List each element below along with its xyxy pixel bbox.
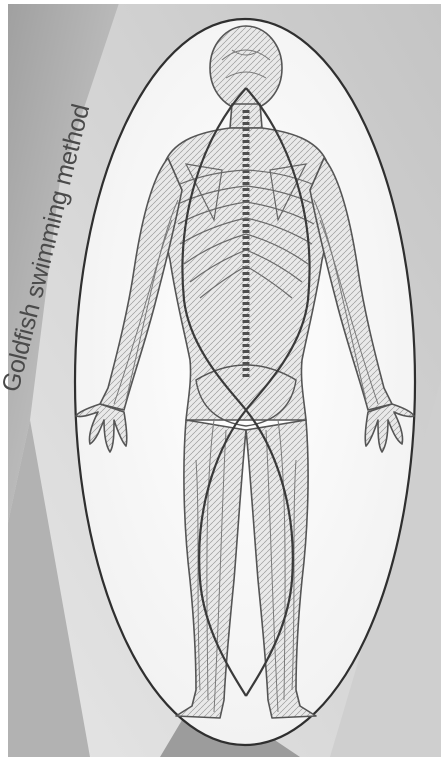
illustration-page: Goldfish swimming method xyxy=(0,0,441,757)
